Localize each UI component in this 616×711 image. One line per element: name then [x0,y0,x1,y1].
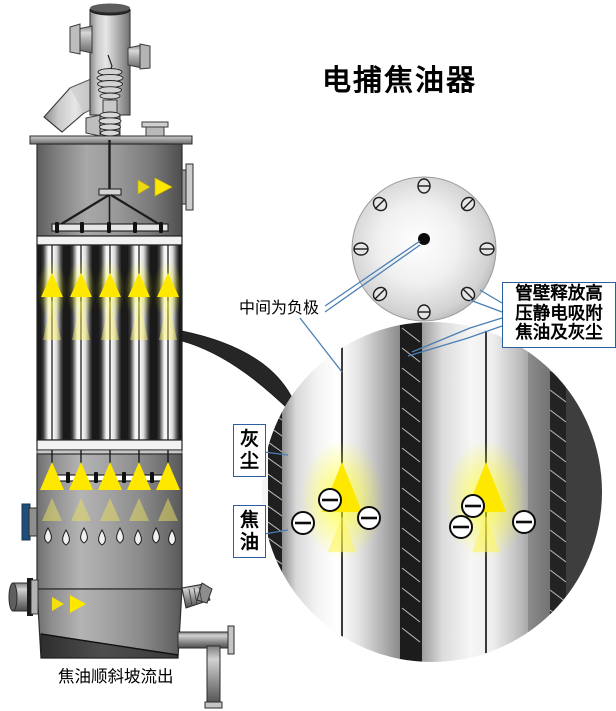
tube-bundle [37,245,182,440]
vessel-bottom-housing [36,588,183,659]
dust-char-2: 尘 [239,450,259,472]
electrode-hanger-frame [51,140,169,233]
dust-char-1: 灰 [239,428,259,450]
tar-char-1: 焦 [239,509,259,531]
bottom-left-nozzle [8,578,39,616]
page-title: 电捕焦油器 [322,63,478,97]
minus-charge-icon [449,515,473,539]
label-center-negative: 中间为负极 [239,298,320,317]
minus-charge-icon [461,494,485,518]
vessel-top-plate [29,135,193,145]
tar-droplets [44,526,176,546]
center-electrode-dot [418,233,430,245]
magnifier-cone [181,330,301,422]
lower-left-flange [21,503,38,541]
wall-note-line-1: 管壁释放高 [515,284,603,304]
charge-symbols [291,488,536,539]
vessel-top-nozzle [141,121,169,137]
upper-tube-sheet [36,235,183,246]
tube-top-view-disc [351,176,497,322]
magnified-tube-view [262,322,602,662]
insulator-tower [69,3,151,143]
lower-tube-sheet [36,439,183,451]
callout-wall-note: 管壁释放高 压静电吸附 焦油及灰尘 [502,282,616,348]
leader-lines [263,240,503,535]
callout-tar: 焦 油 [233,505,266,558]
lower-flow-arrows [40,462,180,490]
minus-charge-icon [318,488,342,512]
tar-outlet-pipe [177,625,235,709]
wall-note-line-3: 焦油及灰尘 [515,323,603,343]
minus-charge-icon [291,511,315,535]
lower-flow-arrows-dim [42,498,178,521]
gas-flow-arrows-inlet [137,177,173,197]
bolt-marks [353,178,495,320]
label-tar-outflow: 焦油顺斜坡流出 [58,667,174,686]
tube-flow-arrows [41,273,179,297]
callout-dust: 灰 尘 [233,424,266,477]
wall-note-line-2: 压静电吸附 [515,303,603,324]
upper-side-flange [181,163,194,211]
minus-charge-icon [512,510,536,534]
minus-charge-icon [357,506,381,530]
main-vessel-elevation [8,3,235,709]
tar-char-2: 油 [239,531,259,553]
bottom-right-nozzle [181,582,213,609]
